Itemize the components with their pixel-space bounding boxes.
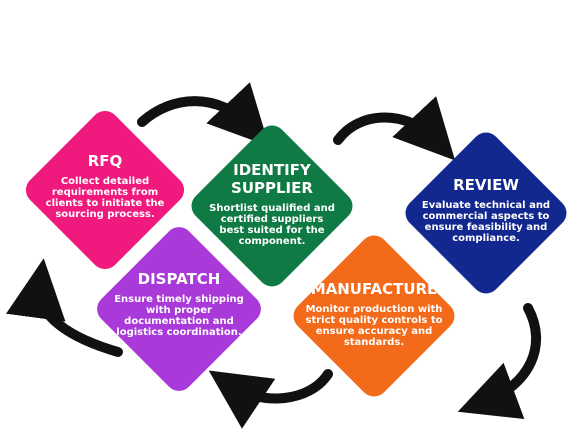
arrow-manufacture-to-dispatch (208, 369, 333, 429)
rfq-description: Collect detailed requirements from clien… (45, 176, 165, 220)
manufacture-description: Monitor production with strict quality c… (305, 304, 443, 348)
manufacture-title: MANUFACTURE (310, 280, 438, 298)
arrow-rfq-to-identify (137, 82, 270, 147)
step-rfq: RFQ Collect detailed requirements from c… (20, 105, 190, 275)
step-identify-supplier: IDENTIFY SUPPLIER Shortlist qualified an… (185, 119, 359, 293)
identify-supplier-description: Shortlist qualified and certified suppli… (209, 203, 335, 247)
identify-supplier-title: IDENTIFY SUPPLIER (231, 161, 313, 197)
rfq-title: RFQ (87, 152, 123, 170)
review-title: REVIEW (453, 176, 519, 194)
step-dispatch: DISPATCH Ensure timely shipping with pro… (91, 221, 267, 397)
step-review: REVIEW Evaluate technical and commercial… (399, 126, 573, 300)
review-description: Evaluate technical and commercial aspect… (421, 200, 551, 244)
step-manufacture: MANUFACTURE Monitor production with stri… (287, 229, 461, 403)
arrow-review-to-manufacture (457, 303, 542, 420)
dispatch-title: DISPATCH (137, 270, 221, 288)
arrow-dispatch-to-rfq (6, 258, 123, 357)
dispatch-description: Ensure timely shipping with proper docum… (114, 294, 244, 338)
arrow-identify-to-review (333, 96, 456, 161)
